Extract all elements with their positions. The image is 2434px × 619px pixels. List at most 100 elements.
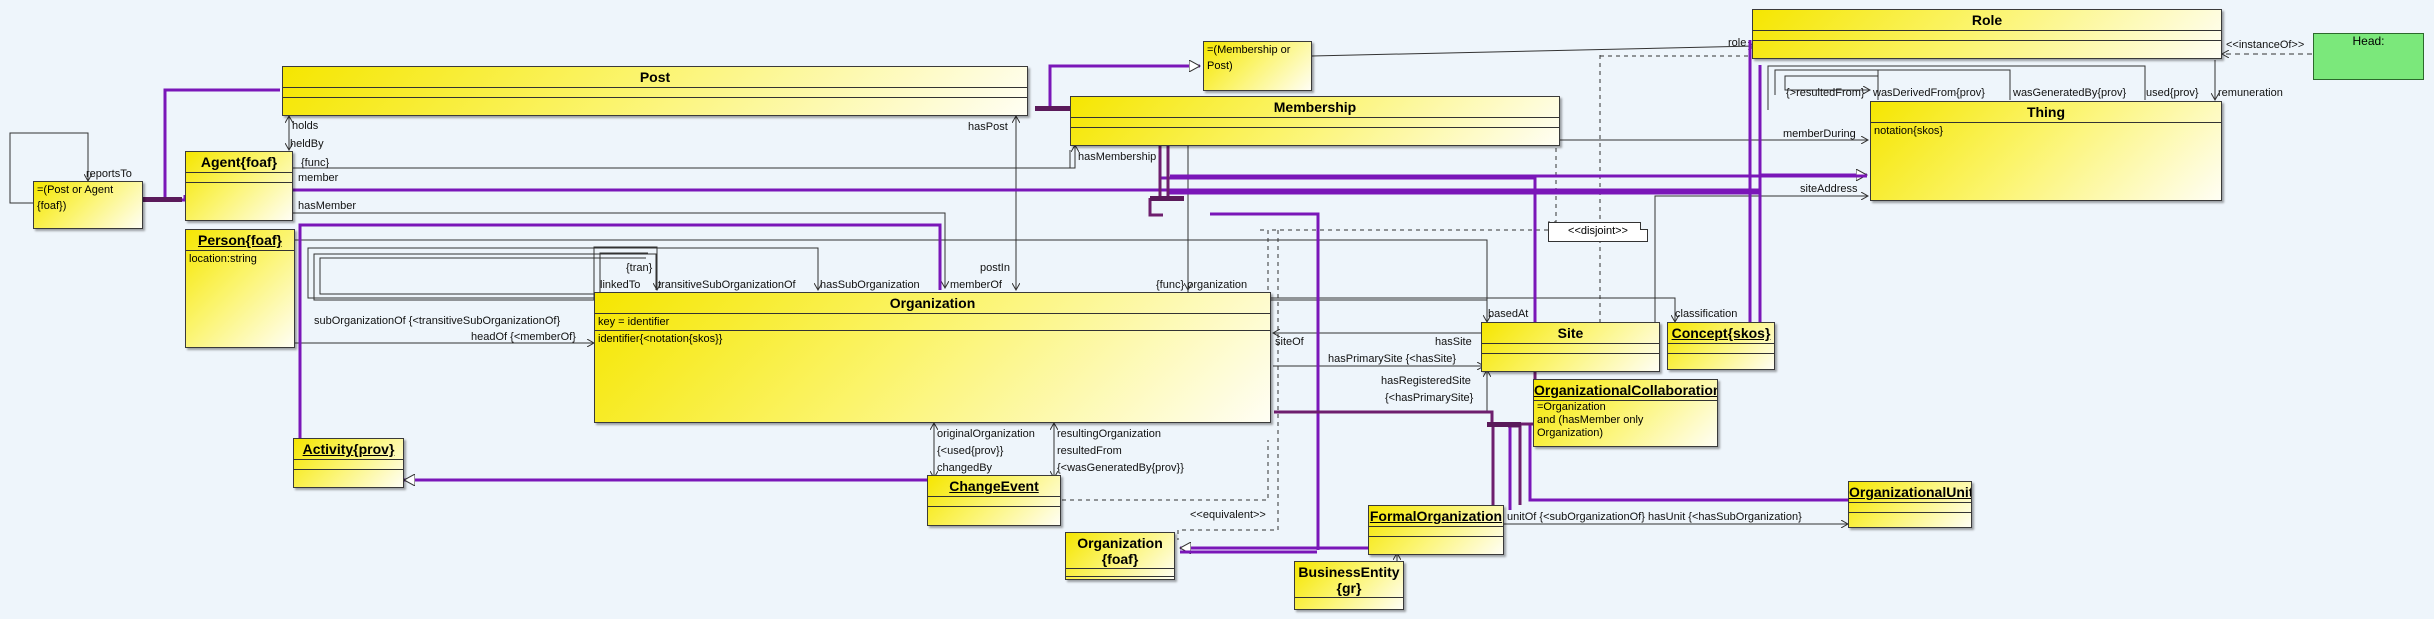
class-line: =(Post or Agent xyxy=(37,184,114,196)
label-siteAddress: siteAddress xyxy=(1800,183,1858,195)
class-name: Thing xyxy=(1871,102,2221,123)
label-wasGeneratedBy2: {<wasGeneratedBy{prov}} xyxy=(1057,462,1184,474)
class-name: OrganizationalCollaboration xyxy=(1534,380,1717,401)
class-name: ChangeEvent xyxy=(928,476,1060,497)
label-changedBy: changedBy xyxy=(937,462,993,474)
class-attribute: identifier{<notation{skos}} xyxy=(598,333,723,345)
head-label: Head: xyxy=(2352,34,2385,48)
class-name-line: {foaf} xyxy=(1101,551,1139,567)
class-name: Site xyxy=(1482,323,1659,344)
label-heldBy: heldBy xyxy=(290,138,324,150)
label-hasRegisteredSite: hasRegisteredSite xyxy=(1381,375,1471,387)
label-postIn: postIn xyxy=(980,262,1010,274)
generalization-arrows xyxy=(145,40,1867,552)
class-name: Concept{skos} xyxy=(1668,323,1774,344)
class-attribute: location:string xyxy=(189,253,257,265)
class-divider xyxy=(1668,344,1774,354)
class-divider xyxy=(294,460,403,470)
class-name: Agent{foaf} xyxy=(186,152,292,173)
disjoint-note[interactable]: <<disjoint>> xyxy=(1548,222,1648,242)
label-holds: holds xyxy=(292,120,319,132)
class-line: {foaf}) xyxy=(37,200,67,212)
bars xyxy=(140,106,1521,427)
class-organization-foaf[interactable]: Organization {foaf} xyxy=(1065,532,1175,580)
class-post-or-agent[interactable]: =(Post or Agent {foaf}) xyxy=(33,181,143,229)
label-hasSite: hasSite xyxy=(1435,336,1472,348)
class-thing[interactable]: Thing notation{skos} xyxy=(1870,101,2222,201)
label-hasPrimarySite2: {<hasPrimarySite} xyxy=(1385,392,1474,404)
label-subOrganizationOf: subOrganizationOf {<transitiveSubOrganiz… xyxy=(314,315,560,327)
label-unitOf: unitOf {<subOrganizationOf} hasUnit {<ha… xyxy=(1507,511,1802,523)
class-formal-organization[interactable]: FormalOrganization xyxy=(1368,505,1504,555)
label-hasMember: hasMember xyxy=(298,200,356,212)
class-name-line: {gr} xyxy=(1336,580,1362,596)
class-name: OrganizationalUnit xyxy=(1849,482,1971,503)
label-originalOrganization: originalOrganization xyxy=(937,428,1035,440)
head-box[interactable]: Head: xyxy=(2313,33,2424,80)
class-line: =Organization xyxy=(1537,401,1606,413)
class-line: Post) xyxy=(1207,60,1233,72)
class-activity[interactable]: Activity{prov} xyxy=(293,438,404,488)
label-instanceOf: <<instanceOf>> xyxy=(2226,39,2304,51)
label-siteOf: siteOf xyxy=(1275,336,1305,348)
class-divider xyxy=(1849,503,1971,513)
label-hasPrimarySite: hasPrimarySite {<hasSite} xyxy=(1328,353,1456,365)
label-hasMembership: hasMembership xyxy=(1078,151,1156,163)
class-site[interactable]: Site xyxy=(1481,322,1660,372)
label-funcOrganization: {func} organization xyxy=(1156,279,1247,291)
label-role: role xyxy=(1728,37,1746,49)
class-divider xyxy=(186,173,292,183)
class-concept[interactable]: Concept{skos} xyxy=(1667,322,1775,370)
class-organizational-collaboration[interactable]: OrganizationalCollaboration =Organizatio… xyxy=(1533,379,1718,447)
class-divider xyxy=(928,497,1060,507)
class-changeevent[interactable]: ChangeEvent xyxy=(927,475,1061,526)
class-key: key = identifier xyxy=(595,314,1270,331)
label-wasGeneratedBy: wasGeneratedBy{prov} xyxy=(2012,87,2126,99)
class-line: and (hasMember only xyxy=(1537,414,1644,426)
label-used: used{prov} xyxy=(2146,87,2199,99)
class-business-entity[interactable]: BusinessEntity {gr} xyxy=(1294,561,1404,610)
class-attribute: notation{skos} xyxy=(1874,125,1944,137)
class-divider xyxy=(1482,344,1659,354)
class-membership-or-post[interactable]: =(Membership or Post) xyxy=(1203,41,1312,91)
label-func: {func} xyxy=(301,157,329,169)
label-resultedFrom: {>resultedFrom} xyxy=(1786,87,1865,99)
class-person[interactable]: Person{foaf} location:string xyxy=(185,229,295,348)
class-post[interactable]: Post xyxy=(282,66,1028,116)
class-name: Activity{prov} xyxy=(294,439,403,460)
label-member: member xyxy=(298,172,339,184)
class-name: FormalOrganization xyxy=(1369,506,1503,527)
label-memberOf: memberOf xyxy=(950,279,1003,291)
label-hasSubOrganization: hasSubOrganization xyxy=(820,279,920,291)
class-name-line: BusinessEntity xyxy=(1298,564,1400,580)
label-tran: {tran} xyxy=(626,262,653,274)
class-name: Organization {foaf} xyxy=(1066,533,1174,568)
label-classification: classification xyxy=(1675,308,1737,320)
class-organization[interactable]: Organization key = identifier identifier… xyxy=(594,292,1271,423)
thin-associations xyxy=(9,46,2312,561)
class-name: Membership xyxy=(1071,97,1559,118)
label-remuneration: remuneration xyxy=(2218,87,2283,99)
class-line: =(Membership or xyxy=(1207,44,1291,56)
class-name: BusinessEntity {gr} xyxy=(1295,562,1403,598)
note-text: <<disjoint>> xyxy=(1568,225,1628,237)
label-memberDuring: memberDuring xyxy=(1783,128,1856,140)
class-divider xyxy=(1066,568,1174,577)
class-name: Post xyxy=(283,67,1027,88)
label-resultedFrom2: resultedFrom xyxy=(1057,445,1122,457)
label-equivalent: <<equivalent>> xyxy=(1190,509,1266,521)
label-basedAt: basedAt xyxy=(1488,308,1528,320)
class-divider xyxy=(1753,31,2221,41)
class-membership[interactable]: Membership xyxy=(1070,96,1560,146)
class-line: Organization) xyxy=(1537,427,1604,439)
relation-labels: reportsTo holds heldBy {func} member has… xyxy=(86,37,2304,523)
class-name: Person{foaf} xyxy=(186,230,294,251)
label-linkedTo: linkedTo xyxy=(600,279,640,291)
class-agent[interactable]: Agent{foaf} xyxy=(185,151,293,221)
class-role[interactable]: Role xyxy=(1752,9,2222,59)
label-usedProv: {<used{prov}} xyxy=(937,445,1004,457)
class-organizational-unit[interactable]: OrganizationalUnit xyxy=(1848,481,1972,528)
class-name: Organization xyxy=(595,293,1270,314)
class-name-line: Organization xyxy=(1077,535,1163,551)
